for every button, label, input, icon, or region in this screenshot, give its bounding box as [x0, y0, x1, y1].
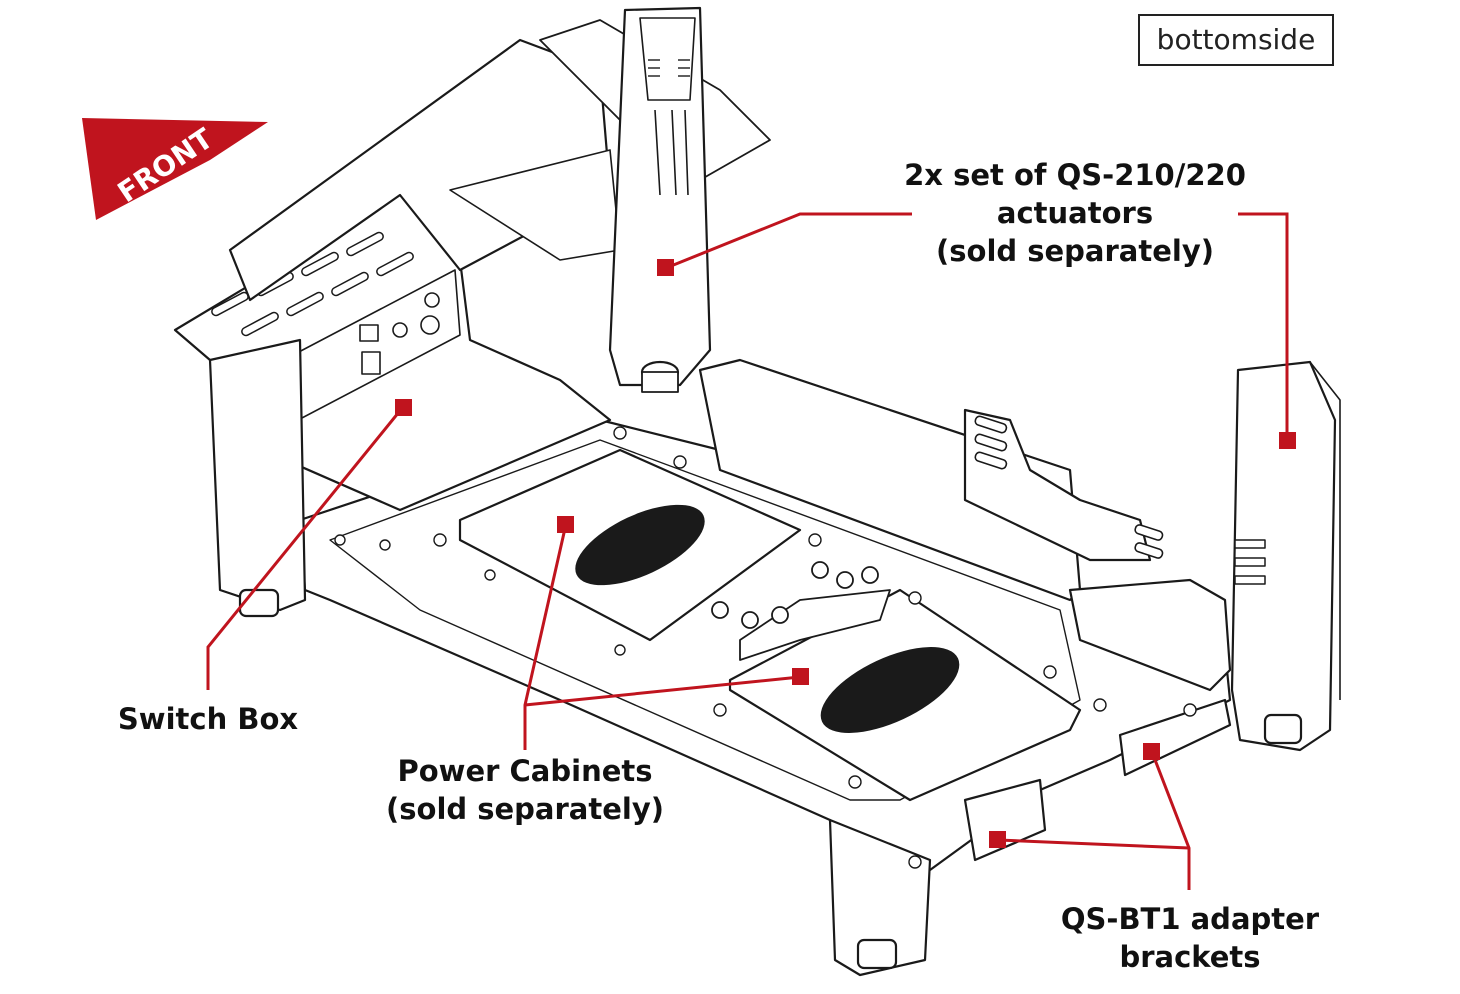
actuator-1-head — [639, 17, 696, 101]
actuator-2-foot — [1263, 713, 1303, 745]
actuator-2-side — [1309, 361, 1341, 700]
cabinet-connectors — [711, 561, 891, 661]
switch-box-leader — [206, 406, 405, 690]
actuator-1 — [608, 6, 712, 387]
power-cabinet-1-marker — [557, 516, 574, 533]
actuators-callout-line-3: (sold separately) — [936, 234, 1214, 268]
right-front-beam — [1068, 578, 1232, 692]
adapter-bracket-2-marker — [1143, 743, 1160, 760]
seat-bracket-slots — [974, 415, 1164, 559]
power-cabinet-2-marker — [792, 668, 809, 685]
actuators-callout: 2x set of QS-210/220 actuators (sold sep… — [880, 156, 1270, 270]
adapter-bracket-1-marker — [989, 831, 1006, 848]
actuator-2-vents — [1234, 539, 1266, 585]
power-cabinets-callout: Power Cabinets (sold separately) — [370, 752, 680, 828]
power-cabinets-callout-line-2: (sold separately) — [386, 792, 664, 826]
switch-box-slots — [211, 231, 414, 337]
adapter-brackets-callout: QS-BT1 adapter brackets — [1045, 900, 1335, 976]
cabinet-vents — [575, 504, 960, 733]
power-cabinets-leader-2 — [524, 675, 801, 707]
leader-markers — [395, 259, 1296, 848]
adapter-brackets-callout-line-1: QS-BT1 adapter — [1060, 902, 1320, 936]
view-tag: bottomside — [1138, 14, 1334, 66]
leader-lines — [206, 212, 1289, 890]
switch-box-callout-line-1: Switch Box — [117, 702, 299, 736]
actuators-callout-line-1: 2x set of QS-210/220 — [904, 158, 1246, 192]
actuator-1-marker — [657, 259, 674, 276]
actuator-2 — [1230, 360, 1337, 752]
actuators-callout-line-2: actuators — [996, 196, 1154, 230]
actuator-1-rods — [654, 109, 689, 196]
front-center-foot — [856, 938, 898, 970]
switch-box-marker — [395, 399, 412, 416]
actuator-1-vents — [648, 59, 690, 77]
actuators-leader-right — [1238, 212, 1289, 440]
motion-rig-drawing — [173, 6, 1341, 977]
front-left-foot — [238, 588, 280, 618]
seat-mount-bracket — [963, 408, 1152, 562]
adapter-brackets-callout-line-2: brackets — [1119, 940, 1261, 974]
switch-box-ports — [359, 292, 440, 375]
front-left-leg — [208, 338, 307, 612]
adapter-brackets-leader-2 — [997, 838, 1190, 850]
adapter-brackets-leader-1 — [1150, 751, 1191, 890]
front-badge: FRONT — [82, 118, 268, 220]
front-arrow — [82, 118, 268, 220]
mounting-holes — [334, 426, 1197, 869]
switch-box-callout: Switch Box — [98, 700, 318, 738]
adapter-bracket-1 — [963, 778, 1047, 862]
actuators-leader-left — [665, 212, 912, 270]
power-cabinets-callout-line-1: Power Cabinets — [397, 754, 653, 788]
actuator-2-marker — [1279, 432, 1296, 449]
